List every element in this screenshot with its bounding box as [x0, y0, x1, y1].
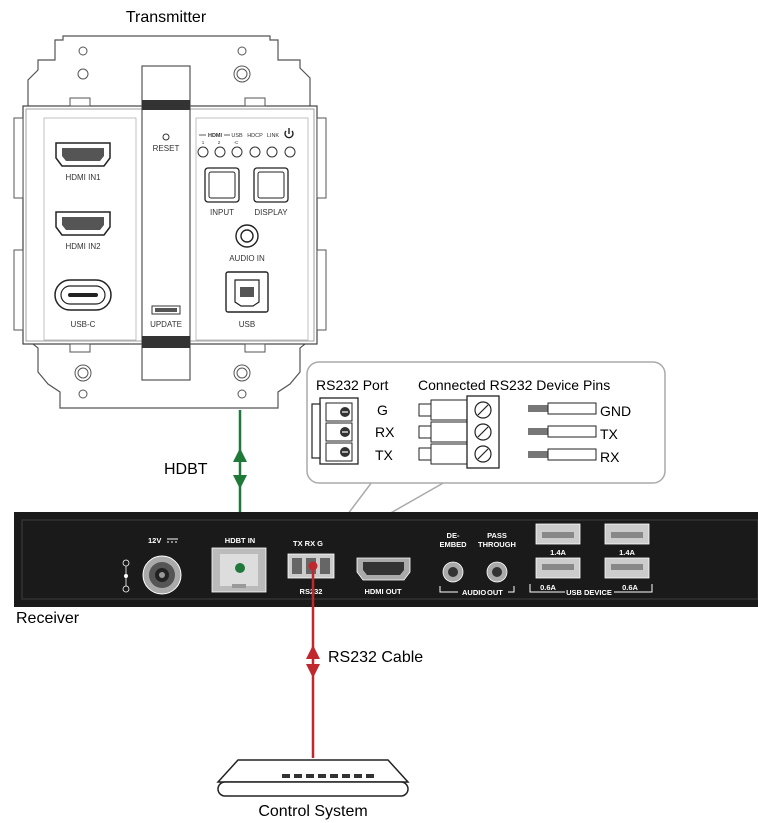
- dc-symbol-icon: [167, 538, 178, 543]
- audio-in-jack-icon: [235, 224, 259, 248]
- svg-text:LINK: LINK: [267, 133, 280, 139]
- usb-b-port-icon: [225, 271, 269, 313]
- hdmi-in2-label: HDMI IN2: [65, 242, 101, 251]
- svg-text:1.4A: 1.4A: [619, 548, 635, 557]
- hdbt-in-port: HDBT IN: [211, 536, 267, 593]
- svg-text:DE-: DE-: [447, 531, 460, 540]
- svg-text:0.6A: 0.6A: [622, 583, 638, 592]
- power-label: 12V: [148, 536, 161, 545]
- receiver-label: Receiver: [16, 610, 80, 627]
- rs232-pin-labels: TX RX G: [293, 539, 323, 548]
- rs232-port-heading: RS232 Port: [316, 377, 388, 393]
- rs232-label: RS232: [300, 587, 323, 596]
- display-button-icon: [253, 167, 289, 203]
- rs232-cable-label: RS232 Cable: [328, 649, 423, 666]
- usb-device-section: 1.4A 1.4A 0.6A USB DEVICE 0.6A: [529, 523, 653, 597]
- svg-text:HDMI: HDMI: [208, 133, 223, 139]
- port-pin-tx: TX: [375, 447, 394, 463]
- reset-button-icon: [162, 133, 170, 141]
- power-input: 12V: [122, 536, 182, 595]
- svg-text:THROUGH: THROUGH: [478, 540, 516, 549]
- svg-text:1.4A: 1.4A: [550, 548, 566, 557]
- hdbt-cable-label: HDBT: [164, 461, 208, 478]
- display-label: DISPLAY: [254, 208, 288, 217]
- device-wires-icon: [528, 402, 597, 461]
- update-port-icon: [151, 305, 181, 315]
- control-system-device-icon: [216, 759, 410, 797]
- input-label: INPUT: [210, 208, 234, 217]
- led-labels: HDMI USB HDCP LINK 1 2 -C: [199, 133, 279, 145]
- rs232-plug-icon: [418, 395, 500, 469]
- screw-hole-icon: [78, 46, 88, 56]
- update-label: UPDATE: [150, 320, 182, 329]
- svg-text:EMBED: EMBED: [439, 540, 467, 549]
- svg-text:USB DEVICE: USB DEVICE: [566, 588, 612, 597]
- reset-label: RESET: [153, 144, 180, 153]
- svg-text:2: 2: [218, 140, 221, 145]
- audio-in-label: AUDIO IN: [229, 254, 265, 263]
- rs232-terminal-block-icon: [311, 397, 359, 465]
- svg-text:USB: USB: [231, 133, 243, 139]
- svg-text:-C: -C: [234, 140, 239, 145]
- usb-c-port-icon: [54, 279, 112, 311]
- hdmi-in1-port-icon: [55, 142, 111, 167]
- input-button-icon: [204, 167, 240, 203]
- hdmi-out-port: HDMI OUT: [356, 557, 411, 596]
- audio-out-section: DE- EMBED PASS THROUGH AUDIO OUT: [439, 531, 516, 597]
- device-pin-rx: RX: [600, 449, 620, 465]
- hdmi-in1-label: HDMI IN1: [65, 173, 101, 182]
- svg-text:HDCP: HDCP: [247, 133, 263, 139]
- device-pin-gnd: GND: [600, 403, 631, 419]
- svg-text:1: 1: [202, 140, 205, 145]
- rs232-cable: [306, 561, 320, 758]
- usb-c-label: USB-C: [71, 320, 96, 329]
- svg-text:0.6A: 0.6A: [540, 583, 556, 592]
- status-leds: [197, 146, 296, 158]
- connected-pins-heading: Connected RS232 Device Pins: [418, 377, 610, 393]
- port-pin-rx: RX: [375, 424, 395, 440]
- transmitter-wallplate: HDMI IN1 HDMI IN2 USB-C RESET UPDATE HDM…: [13, 35, 327, 409]
- polarity-icon: [122, 559, 130, 593]
- port-pin-g: G: [377, 402, 388, 418]
- transmitter-title: Transmitter: [126, 9, 207, 26]
- screw-hole-icon: [237, 46, 247, 56]
- control-system-label: Control System: [258, 803, 367, 820]
- hdmi-out-label: HDMI OUT: [364, 587, 401, 596]
- hdbt-in-label: HDBT IN: [225, 536, 255, 545]
- hdmi-in2-port-icon: [55, 211, 111, 236]
- svg-text:PASS: PASS: [487, 531, 507, 540]
- svg-text:AUDIO: AUDIO: [462, 588, 486, 597]
- svg-text:OUT: OUT: [487, 588, 503, 597]
- power-icon: [284, 128, 294, 139]
- usb-label: USB: [239, 320, 255, 329]
- device-pin-tx: TX: [600, 426, 619, 442]
